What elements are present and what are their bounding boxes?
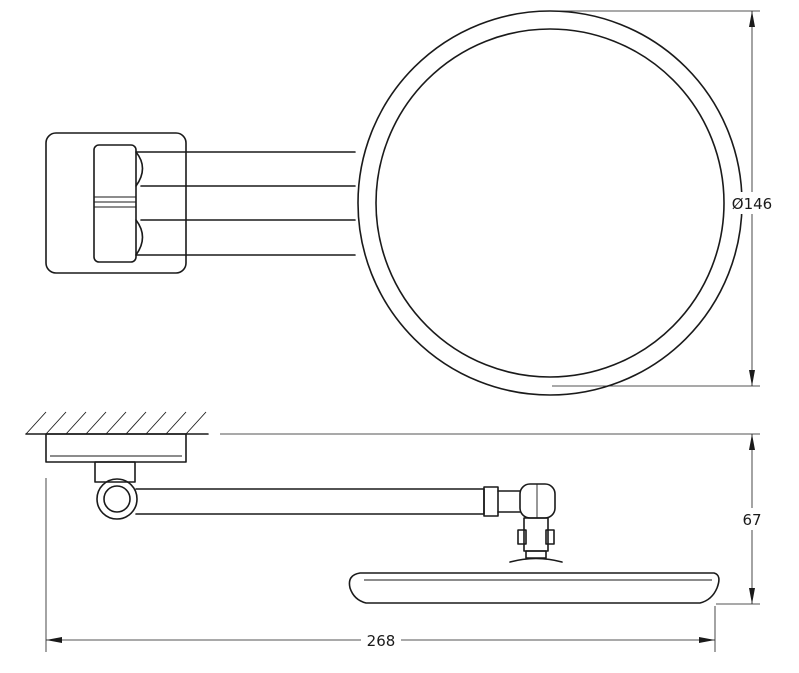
height-label: 67 <box>742 511 761 529</box>
swivel-joint <box>509 483 563 563</box>
hinge-block <box>93 144 137 263</box>
arm-side <box>135 488 485 515</box>
front-view: Ø146 <box>45 10 777 396</box>
arm-tubes <box>135 151 356 256</box>
diameter-label: Ø146 <box>732 195 772 213</box>
width-dimension: 268 <box>45 478 716 652</box>
wall-plate <box>45 132 187 274</box>
mirror-glass <box>375 28 725 378</box>
mirror-side <box>348 572 720 604</box>
width-label: 268 <box>367 632 396 650</box>
hinge-knuckle <box>96 478 138 520</box>
wall-hatching <box>25 411 207 435</box>
side-view: 67 268 <box>25 411 767 652</box>
height-dimension: 67 <box>716 434 767 605</box>
mirror-frame <box>357 10 743 396</box>
wall-plate-side <box>45 433 187 463</box>
diameter-dimension: Ø146 <box>552 10 777 387</box>
